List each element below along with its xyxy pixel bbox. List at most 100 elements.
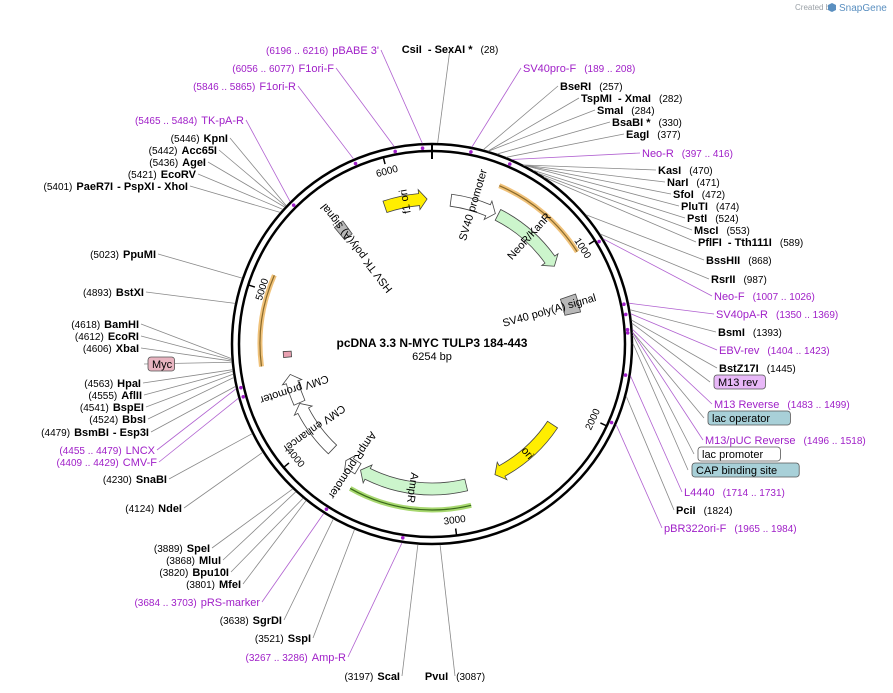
site-kasi[interactable]: KasI(470) [658,165,713,177]
site-smai[interactable]: SmaI(284) [597,105,655,117]
site-m13-rev[interactable]: M13 rev [713,374,766,390]
site-bsabi-[interactable]: BsaBI *(330) [612,117,682,129]
feature-ori[interactable] [494,420,559,481]
site-pos: (3197) [344,672,373,683]
site-text: (4612)EcoRI [75,331,139,343]
leader-line [229,137,287,206]
site-lncx[interactable]: (4455 .. 4479)LNCX [59,445,155,457]
site-mlui[interactable]: (3868)MluI [166,555,221,567]
site-paer7i[interactable]: (5401)PaeR7I- PspXI - XhoI [43,181,188,193]
site-pos: (3638) [220,616,249,627]
site-bpu10i[interactable]: (3820)Bpu10I [159,567,229,579]
site-m13-reverse[interactable]: M13 Reverse(1483 .. 1499) [714,399,850,411]
site-bstz17i[interactable]: BstZ17I(1445) [719,363,796,375]
site-f1ori-r[interactable]: (5846 .. 5865)F1ori-R [193,81,296,93]
site-snabi[interactable]: (4230)SnaBI [103,474,167,486]
feature-cmv-enhancer[interactable] [293,402,338,455]
site-text: (5465 .. 5484)TK-pA-R [135,115,244,127]
leader-line [603,238,713,297]
site-prs-marker[interactable]: (3684 .. 3703)pRS-marker [134,597,260,609]
site-myc[interactable]: Myc [147,356,176,372]
site-m13-puc-reverse[interactable]: M13/pUC Reverse(1496 .. 1518) [705,435,866,447]
site-bsmbi[interactable]: (4479)BsmBI- Esp3I [41,427,149,439]
leader-line [297,85,354,160]
site-lac-operator[interactable]: lac operator [707,410,791,426]
site-pluti[interactable]: PluTI(474) [681,201,739,213]
site-sv40pro-f[interactable]: SV40pro-F(189 .. 208) [523,63,635,75]
site-neo-r[interactable]: Neo-R(397 .. 416) [642,148,733,160]
site-sfoi[interactable]: SfoI(472) [673,189,725,201]
site-sgrdi[interactable]: (3638)SgrDI [220,615,282,627]
site-pvui[interactable]: PvuI(3087) [425,671,485,683]
site-pbabe-3-[interactable]: (6196 .. 6216)pBABE 3' [266,45,379,57]
site-xbai[interactable]: (4606)XbaI [83,343,139,355]
feature-myc-marker[interactable] [282,350,293,358]
site-name: Acc65I [182,145,217,157]
feature-sv40-poly-a-signal[interactable] [559,293,582,316]
site-pflfi[interactable]: PflFI- Tth111I(589) [698,237,803,249]
site-ndei[interactable]: (4124)NdeI [125,503,182,515]
site-psti[interactable]: PstI(524) [687,213,739,225]
leader-line [380,49,423,144]
site-suffix: - XmaI [618,93,651,105]
site-nari[interactable]: NarI(471) [667,177,720,189]
site-acc65i[interactable]: (5442)Acc65I [149,145,217,157]
site-ppumi[interactable]: (5023)PpuMI [90,249,156,261]
site-box [707,410,791,426]
tick-label: 6000 [375,164,400,180]
site-f1ori-f[interactable]: (6056 .. 6077)F1ori-F [232,63,334,75]
site-text: PvuI(3087) [425,671,485,683]
site-msci[interactable]: MscI(553) [694,225,750,237]
site-mfei[interactable]: (3801)MfeI [186,579,241,591]
site-csii[interactable]: CsiI- SexAI *(28) [402,44,499,56]
feature-label: f1 ori [397,188,413,214]
site-tspmi[interactable]: TspMI- XmaI(282) [581,93,682,105]
feature-ampr-promoter[interactable] [343,455,362,475]
site-neo-f[interactable]: Neo-F(1007 .. 1026) [714,291,815,303]
site-pos: (3889) [154,544,183,555]
site-amp-r[interactable]: (3267 .. 3286)Amp-R [246,652,347,664]
site-pcii[interactable]: PciI(1824) [676,505,732,517]
leader-line [483,85,559,150]
feature-hsv-tk-poly-a-signal[interactable] [333,220,353,241]
leader-line [523,164,657,171]
site-rsrii[interactable]: RsrII(987) [711,274,767,286]
site-lac-promoter[interactable]: lac promoter [697,446,781,462]
site-ecorv[interactable]: (5421)EcoRV [128,169,197,181]
site-agei[interactable]: (5436)AgeI [149,157,206,169]
site-aflii[interactable]: (4555)AflII [88,390,142,402]
site-hpai[interactable]: (4563)HpaI [84,378,141,390]
site-cmv-f[interactable]: (4409 .. 4429)CMV-F [57,457,158,469]
feature-sv40-promoter[interactable] [449,193,496,221]
site-text: SV40pA-R(1350 .. 1369) [716,309,838,321]
leader-line [543,176,697,243]
site-bspei[interactable]: (4541)BspEI [80,402,144,414]
site-pos: (1965 .. 1984) [734,524,796,535]
site-bstxi[interactable]: (4893)BstXI [83,287,144,299]
site-bamhi[interactable]: (4618)BamHI [71,319,139,331]
site-ebv-rev[interactable]: EBV-rev(1404 .. 1423) [719,345,830,357]
site-cap-binding-site[interactable]: CAP binding site [691,462,800,478]
primer-mark [623,373,628,377]
site-spei[interactable]: (3889)SpeI [154,543,210,555]
feature-f1-ori[interactable] [382,188,428,214]
feature-ampr[interactable] [360,464,469,496]
site-sv40pa-r[interactable]: SV40pA-R(1350 .. 1369) [716,309,838,321]
site-l4440[interactable]: L4440(1714 .. 1731) [684,487,785,499]
site-scai[interactable]: (3197)ScaI [344,671,400,683]
site-pbr322ori-f[interactable]: pBR322ori-F(1965 .. 1984) [664,523,797,535]
site-ecori[interactable]: (4612)EcoRI [75,331,139,343]
feature-cmv-promoter[interactable] [281,373,306,406]
site-bbsi[interactable]: (4524)BbsI [89,414,146,426]
site-bsshii[interactable]: BssHII(868) [706,255,772,267]
site-eagi[interactable]: EagI(377) [626,129,681,141]
leader-line [335,67,395,147]
site-kpni[interactable]: (5446)KpnI [171,133,228,145]
site-pos: (1824) [704,506,733,517]
site-text: MscI(553) [694,225,750,237]
site-bsmi[interactable]: BsmI(1393) [718,327,782,339]
site-tk-pa-r[interactable]: (5465 .. 5484)TK-pA-R [135,115,244,127]
site-sspi[interactable]: (3521)SspI [255,633,311,645]
site-bseri[interactable]: BseRI(257) [560,81,623,93]
feature-neor-kanr[interactable] [494,208,559,267]
